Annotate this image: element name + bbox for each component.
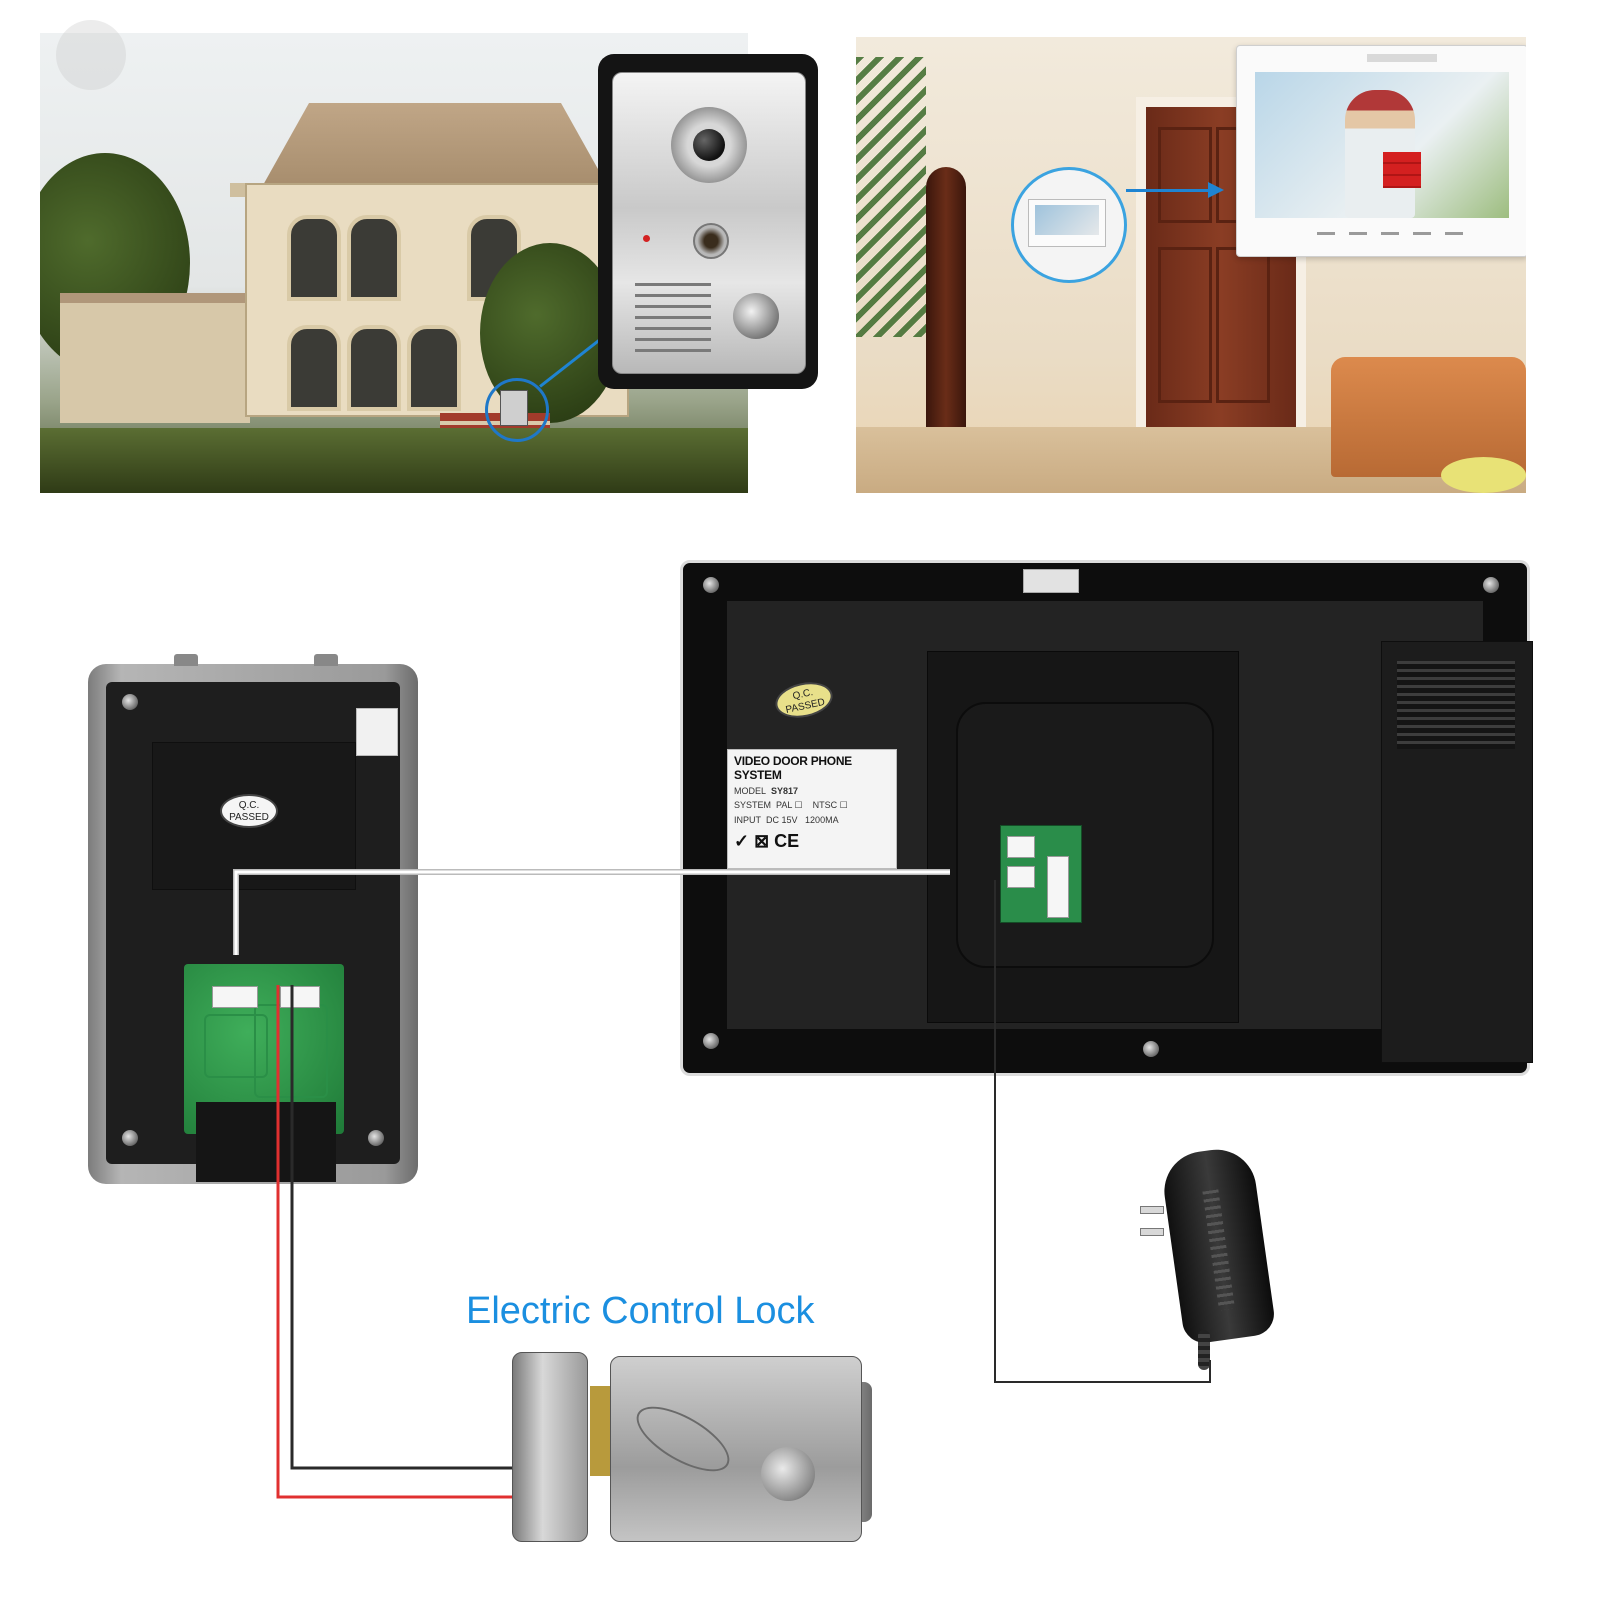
power-adapter <box>1140 1144 1280 1370</box>
wire-connector <box>280 986 320 1008</box>
wire-connector <box>212 986 258 1008</box>
door-panel <box>1158 127 1212 223</box>
indoor-monitor-front <box>1236 45 1526 257</box>
call-button <box>733 293 779 339</box>
door-panel <box>1216 247 1270 403</box>
monitor-button <box>1445 232 1463 235</box>
pcb-trace <box>204 1014 268 1078</box>
house-window <box>287 215 341 301</box>
electric-control-lock <box>512 1352 872 1542</box>
key-cylinder-icon <box>761 1447 815 1501</box>
room-door <box>1136 97 1306 457</box>
pcb-trace <box>254 1004 328 1098</box>
outdoor-unit-back: Q.C. PASSED <box>88 654 418 1184</box>
door-station-highlight-circle <box>485 378 549 442</box>
light-sensor-icon <box>693 223 729 259</box>
lock-latch-bolt <box>590 1386 612 1476</box>
palm-plant <box>856 57 926 337</box>
monitor-button <box>1349 232 1367 235</box>
side-table <box>1441 457 1526 493</box>
spec-title: VIDEO DOOR PHONE SYSTEM <box>734 754 852 782</box>
wire-connector <box>1047 856 1069 918</box>
house-window <box>287 325 341 411</box>
adapter-body <box>1159 1144 1277 1346</box>
cable-exit <box>196 1102 336 1182</box>
certification-symbols: ✓ ⊠ CE <box>734 831 800 851</box>
monitor-brand-strip <box>1367 54 1437 62</box>
mounting-tab <box>314 654 338 666</box>
gazebo <box>60 293 250 423</box>
screw-icon <box>368 1130 384 1146</box>
indoor-room-photo <box>856 37 1526 493</box>
screw-icon <box>122 694 138 710</box>
wall-monitor-thumbnail-screen <box>1035 205 1099 235</box>
screw-icon <box>1483 577 1499 593</box>
screw-icon <box>703 1033 719 1049</box>
outdoor-unit-front <box>598 54 818 389</box>
watermark-icon <box>56 20 126 90</box>
monitor-button <box>1381 232 1399 235</box>
spec-system-label: SYSTEM <box>734 800 772 810</box>
spec-system-row: SYSTEM PAL ☐ NTSC ☐ <box>734 800 848 810</box>
spec-current-value: 1200MA <box>805 815 839 825</box>
house-window <box>347 325 401 411</box>
spec-label: VIDEO DOOR PHONE SYSTEM MODEL SY817 SYST… <box>727 749 897 869</box>
house-window <box>407 325 461 411</box>
monitor-screen <box>1255 72 1509 218</box>
speaker-vent <box>1397 661 1515 749</box>
screw-icon <box>1143 1041 1159 1057</box>
arrow-head-icon <box>1208 182 1224 198</box>
spec-model-row: MODEL SY817 <box>734 786 890 796</box>
wall-monitor-thumbnail <box>1028 199 1106 247</box>
spec-input-label: INPUT <box>734 815 761 825</box>
arrow-to-monitor <box>1126 189 1216 192</box>
mounting-bracket <box>927 651 1239 1023</box>
lock-brand-logo <box>626 1393 740 1485</box>
monitor-top-sticker <box>1023 569 1079 593</box>
outdoor-unit-back-housing: Q.C. PASSED <box>106 682 400 1182</box>
adapter-cable <box>1198 1330 1210 1370</box>
camera-lens-icon <box>693 129 725 161</box>
ir-led-icon <box>643 235 650 242</box>
monitor-button <box>1317 232 1335 235</box>
lock-body <box>610 1356 862 1542</box>
screw-icon <box>703 577 719 593</box>
indoor-monitor-back: Q.C. PASSED VIDEO DOOR PHONE SYSTEM MODE… <box>680 560 1533 1076</box>
house-window <box>347 215 401 301</box>
decorative-statue <box>926 167 966 447</box>
spec-model-label: MODEL <box>734 786 767 796</box>
screw-icon <box>122 1130 138 1146</box>
wire-connector <box>1007 866 1035 888</box>
serial-sticker <box>356 708 398 756</box>
monitor-button <box>1413 232 1431 235</box>
speaker-grille <box>635 283 711 353</box>
qc-passed-badge: Q.C. PASSED <box>220 794 278 828</box>
plug-prong-icon <box>1140 1206 1164 1214</box>
spec-input-row: INPUT DC 15V 1200MA <box>734 815 890 825</box>
door-station-thumbnail <box>500 390 528 426</box>
door-panel <box>1158 247 1212 403</box>
adapter-grip-ribs <box>1202 1189 1235 1311</box>
spec-input-value: DC 15V <box>766 815 798 825</box>
lock-strike-plate <box>512 1352 588 1542</box>
wire-connector <box>1007 836 1035 858</box>
bracket-frame <box>956 702 1214 968</box>
watermark-logo <box>20 20 160 110</box>
mounting-tab <box>174 654 198 666</box>
spec-system-ntsc: NTSC <box>812 800 838 810</box>
house-roof <box>258 103 612 193</box>
spec-model-value: SY817 <box>771 786 799 796</box>
electric-lock-label: Electric Control Lock <box>466 1290 815 1332</box>
outdoor-unit-faceplate <box>612 72 806 374</box>
gift-box-icon <box>1383 152 1421 188</box>
hedge <box>40 428 748 493</box>
plug-prong-icon <box>1140 1228 1164 1236</box>
spec-system-pal: PAL <box>776 800 793 810</box>
monitor-connector-board <box>1000 825 1082 923</box>
